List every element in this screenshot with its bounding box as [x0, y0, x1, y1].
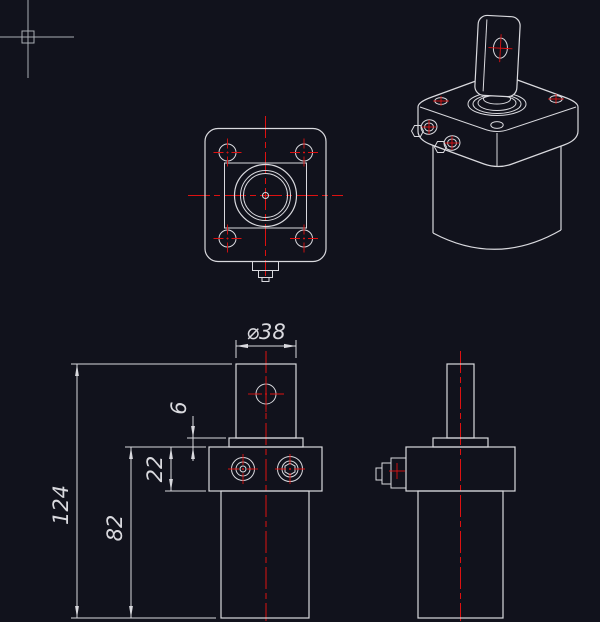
- dimension-block-height[interactable]: 22: [143, 447, 206, 492]
- bolt-hole: [290, 224, 318, 253]
- isometric-view[interactable]: [410, 14, 579, 250]
- port-left: [228, 454, 258, 484]
- side-view[interactable]: [375, 351, 516, 621]
- side-port-fitting: [375, 457, 407, 489]
- front-view[interactable]: [208, 351, 323, 621]
- pickbox: [21, 30, 35, 44]
- boss-square-outline: [224, 162, 307, 229]
- dimension-overall-height[interactable]: 124: [49, 363, 232, 619]
- bolt-hole: [213, 224, 242, 253]
- crosshair-cursor: [0, 0, 74, 78]
- tang-hole: [248, 376, 284, 412]
- center-bore: [233, 163, 298, 228]
- dim-text-6[interactable]: 6: [167, 401, 191, 414]
- iso-plate-front-edges: [419, 106, 577, 132]
- dim-text-124[interactable]: 124: [49, 485, 73, 525]
- bolt-hole: [213, 138, 242, 167]
- port-fitting-top: [252, 261, 279, 282]
- dimension-body-height[interactable]: 82: [103, 446, 206, 618]
- iso-port-fitting: [410, 119, 438, 137]
- iso-cylinder: [432, 138, 562, 250]
- dim-text-82[interactable]: 82: [103, 515, 127, 542]
- top-view[interactable]: [188, 116, 343, 282]
- dimension-flange-width[interactable]: ⌀38: [235, 320, 297, 358]
- iso-tang: [474, 14, 521, 98]
- cylinder-body-outline: [220, 490, 310, 619]
- cylinder-body-outline: [417, 490, 504, 619]
- bolt-hole: [290, 138, 318, 167]
- dim-text-diameter-38[interactable]: ⌀38: [246, 320, 285, 344]
- port-right: [275, 454, 305, 484]
- dimension-neck-height[interactable]: 6: [167, 401, 226, 461]
- iso-port-fitting: [433, 135, 461, 153]
- dim-text-22[interactable]: 22: [143, 456, 167, 483]
